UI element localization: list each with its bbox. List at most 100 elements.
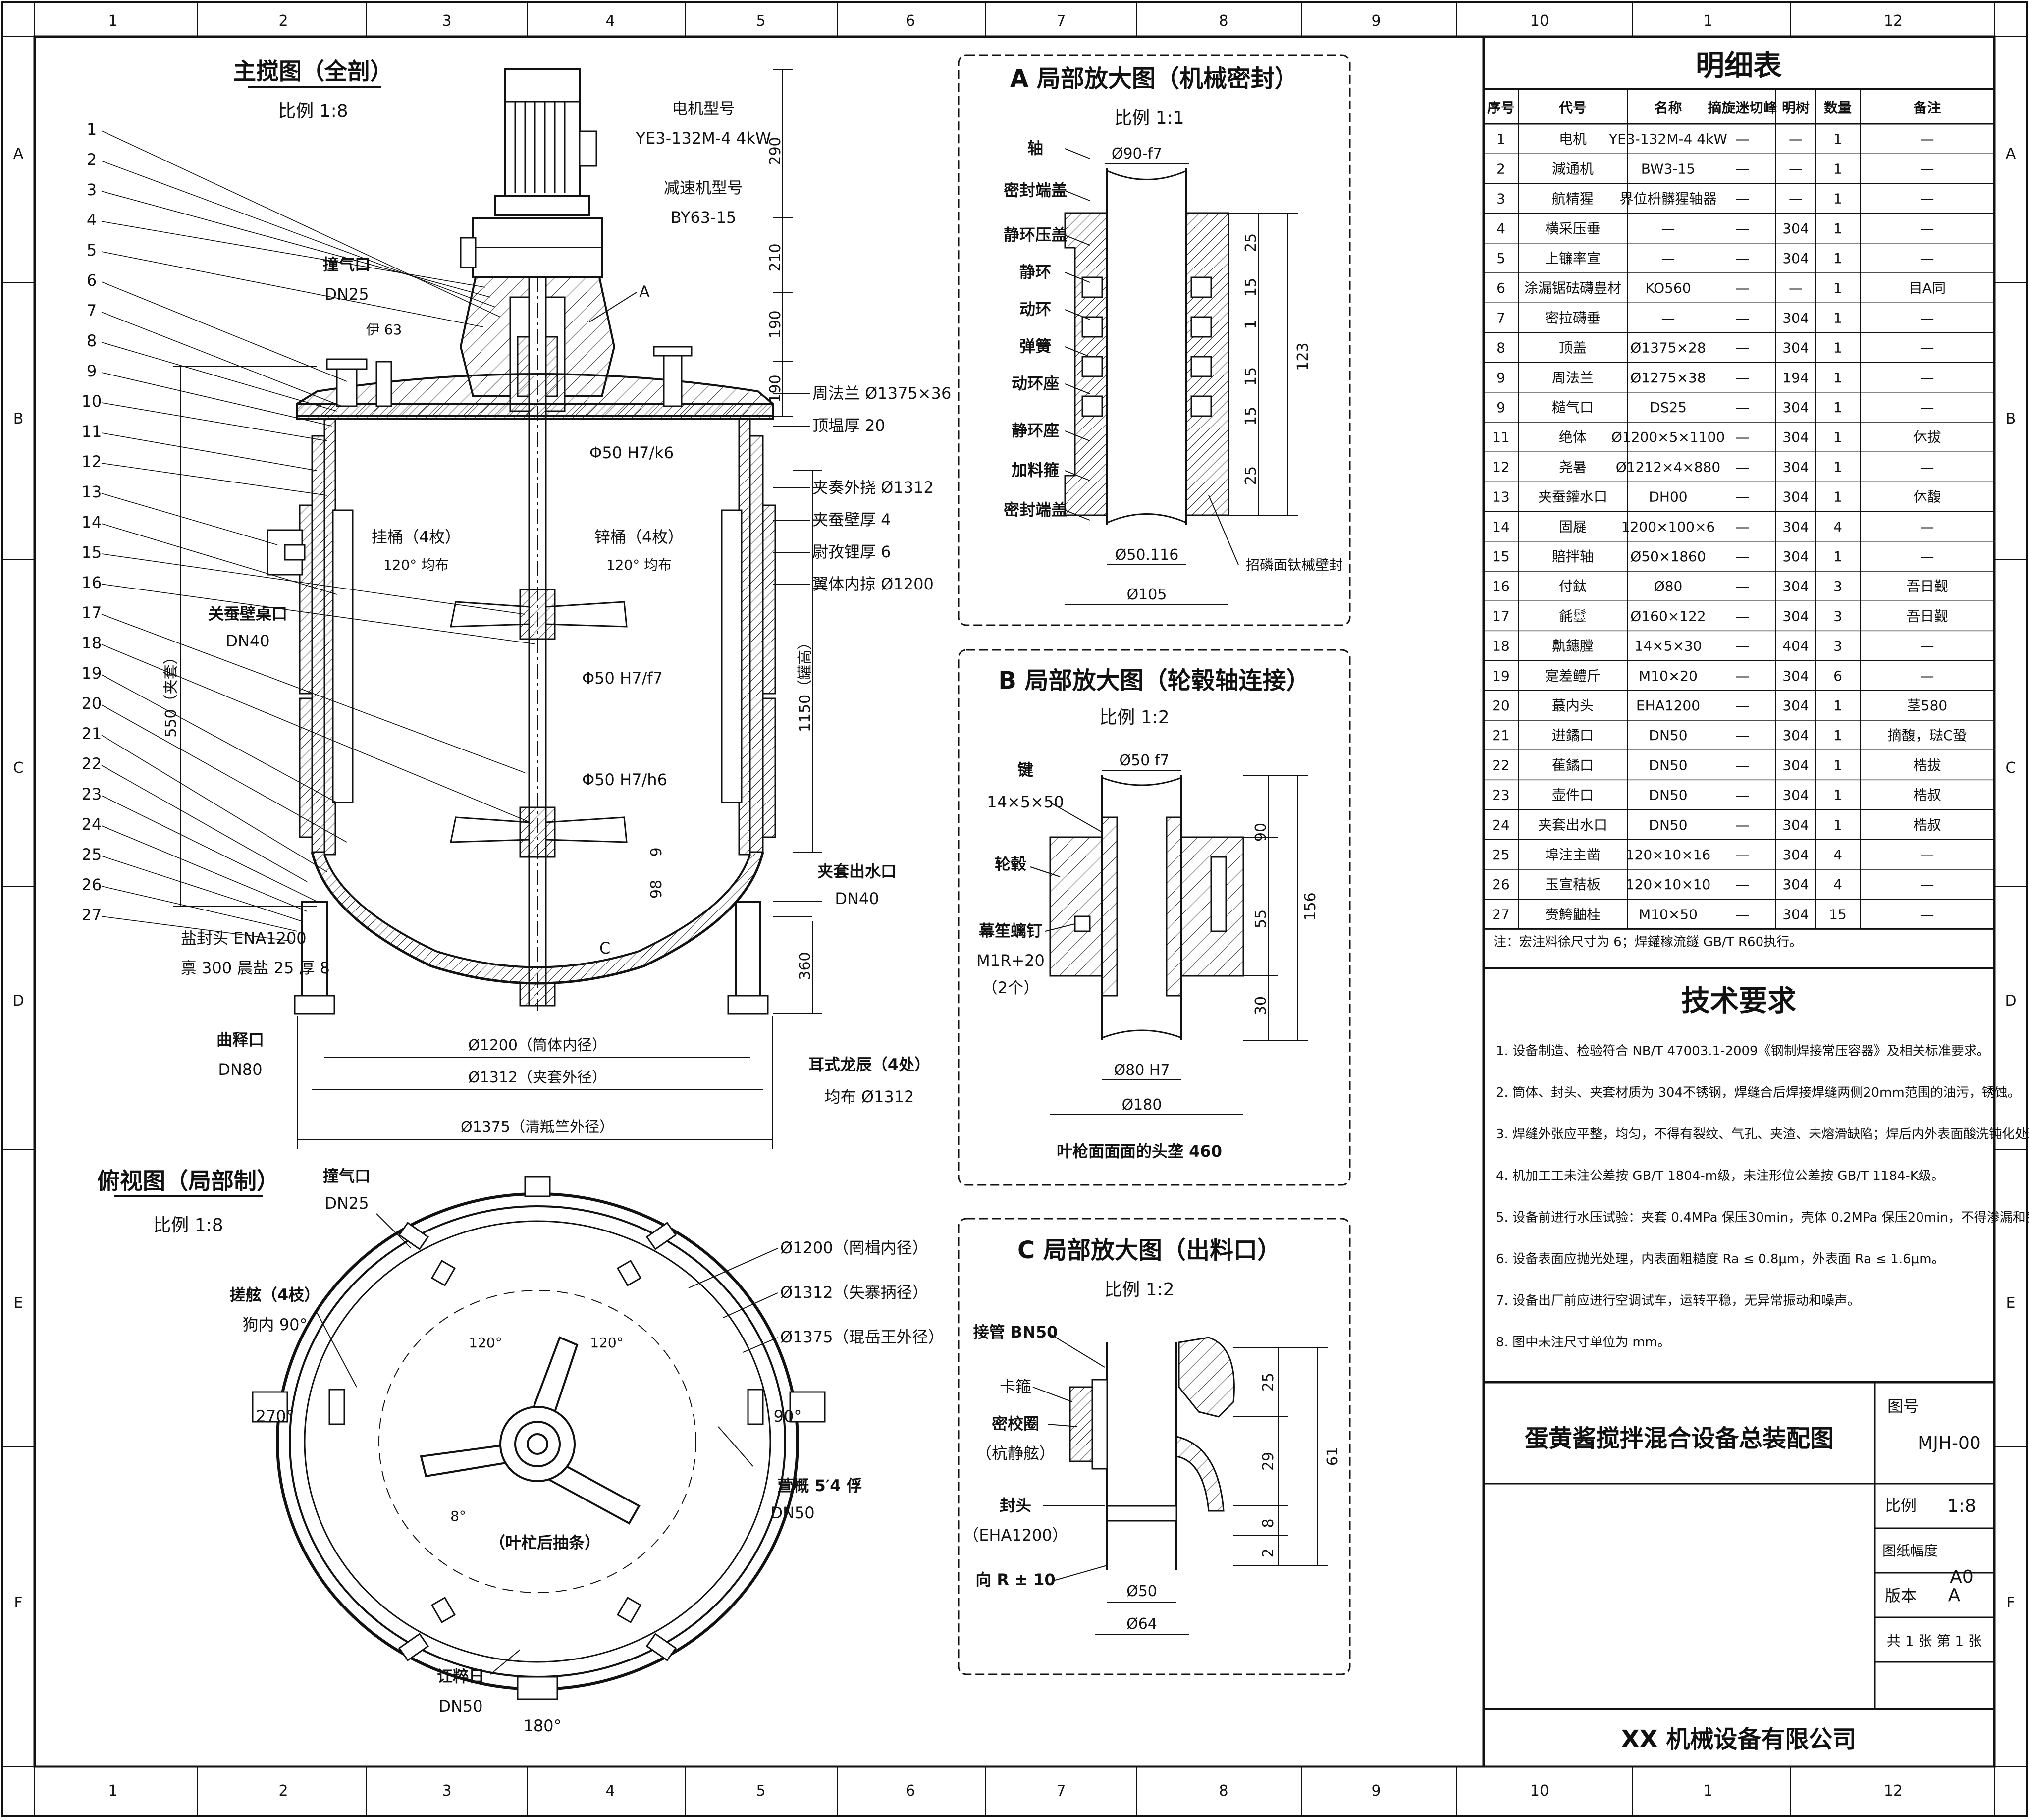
- size-label: 图纸幅度: [1882, 1543, 1938, 1559]
- grid-col-label-bottom: 4: [605, 1782, 615, 1800]
- callout-number: 10: [82, 392, 102, 411]
- bom-cell: 3: [1833, 638, 1842, 654]
- dia-1200: Ø1200（筒体内径）: [468, 1037, 607, 1054]
- bom-cell: 1: [1833, 161, 1842, 177]
- detail-a-label: 动环座: [1012, 374, 1059, 393]
- bom-cell: 25: [1492, 847, 1510, 863]
- top-dia-1312: Ø1312（失寨抦径）: [780, 1283, 928, 1302]
- bom-cell: Ø1212×4×880: [1616, 459, 1720, 475]
- bom-cell: 304: [1782, 340, 1809, 356]
- fit-f7: Φ50 H7/f7: [582, 669, 663, 688]
- bom-cell: 304: [1782, 519, 1809, 535]
- bom-cell: 壶件口: [1552, 787, 1594, 803]
- top-view: 俯视图（局部制） 比例 1:8: [97, 1167, 944, 1735]
- detail-a-dim: 15: [1242, 367, 1260, 386]
- bom-cell: 6: [1833, 668, 1842, 684]
- bom-cell: —: [1921, 191, 1934, 207]
- detail-c-label: 卡箍: [1000, 1377, 1031, 1396]
- detail-b-screw-qty: （2个）: [982, 978, 1039, 997]
- shell-note: 周法兰 Ø1375×36: [812, 384, 951, 403]
- support-leg-right: [735, 901, 761, 1012]
- detail-c-label: 封头: [1000, 1496, 1031, 1515]
- detail-b-scale: 比例 1:2: [1099, 707, 1169, 728]
- impeller-note: （叶杧后抽条）: [489, 1533, 600, 1552]
- bom-cell: 304: [1782, 608, 1809, 624]
- bom-cell: 1: [1833, 280, 1842, 296]
- bom-cell: 航精猩: [1552, 191, 1594, 207]
- impeller-upper: [450, 589, 628, 640]
- angle-120a: 120°: [469, 1335, 502, 1351]
- tech-item: 1. 设备制造、检验符合 NB/T 47003.1-2009《钢制焊接常压容器》…: [1496, 1044, 1990, 1059]
- detail-b-title: B 局部放大图（轮毂轴连接）: [998, 667, 1310, 695]
- detail-a-title: A 局部放大图（机械密封）: [1010, 65, 1298, 93]
- bom-cell: —: [1736, 161, 1750, 177]
- bom-cell: —: [1661, 220, 1675, 237]
- top-view-impeller: [420, 1336, 641, 1525]
- bom-cell: DN50: [1649, 787, 1687, 803]
- top-baffle-label: 搓舷（4枝）: [230, 1285, 320, 1304]
- bom-cell: 1: [1833, 697, 1842, 714]
- bom-cell: 4: [1833, 876, 1842, 893]
- bom-cell: —: [1789, 280, 1803, 296]
- bom-cell: —: [1921, 340, 1934, 356]
- bottom-head-label: 盐封头 ENA1200: [181, 929, 307, 948]
- top-view-scale: 比例 1:8: [153, 1215, 223, 1235]
- dia-1312: Ø1312（夹套外径）: [468, 1069, 607, 1086]
- bom-cell: 1: [1833, 787, 1842, 803]
- bom-header: 备注: [1913, 100, 1941, 116]
- bom-cell: 304: [1782, 847, 1809, 863]
- main-view-scale: 比例 1:8: [278, 101, 348, 121]
- grid-row-label: E: [14, 1294, 23, 1312]
- blade-sub: 120° 均布: [606, 557, 672, 573]
- top-view-title: 俯视图（局部制）: [97, 1168, 279, 1194]
- callout-number: 8: [87, 331, 97, 350]
- detail-a-label: 静环: [1019, 263, 1051, 281]
- tech-item: 3. 焊缝外张应平整，均匀，不得有裂纹、气孔、夹渣、未熔滑缺陷；焊后内外表面酸洗…: [1496, 1127, 2029, 1142]
- bom-cell: 1: [1833, 370, 1842, 386]
- lug-label: 耳式龙辰（4处）: [808, 1055, 930, 1074]
- bom-cell: 4: [1833, 847, 1842, 863]
- detail-c-bot-dim2: Ø64: [1126, 1615, 1157, 1633]
- detail-b-key: 键: [1017, 760, 1033, 779]
- detail-b-note: 叶枪面面面的头垄 460: [1057, 1142, 1222, 1161]
- bom-cell: 9: [1496, 370, 1505, 386]
- bom-cell: 1: [1833, 489, 1842, 505]
- bom-cell: 1: [1496, 131, 1505, 147]
- bom-cell: —: [1736, 459, 1750, 475]
- bom-cell: 21: [1492, 727, 1510, 744]
- baffle-label: 挂桶（4枚）: [372, 528, 461, 546]
- callout-number: 6: [87, 271, 97, 290]
- angle-270: 270°: [256, 1407, 294, 1426]
- tech-title: 技术要求: [1681, 984, 1796, 1017]
- callout-number: 27: [82, 906, 102, 924]
- detail-c-total: 61: [1324, 1447, 1341, 1466]
- grid-col-label: 6: [906, 12, 915, 30]
- detail-b-bot-dim1: Ø80 H7: [1114, 1062, 1170, 1079]
- bom-cell: —: [1736, 519, 1750, 535]
- bom-cell: —: [1921, 638, 1934, 654]
- bom-cell: —: [1736, 340, 1750, 356]
- bom-cell: 304: [1782, 668, 1809, 684]
- impeller-lower: [450, 806, 628, 858]
- sheet-count: 共 1 张 第 1 张: [1887, 1633, 1982, 1649]
- bom-cell: 横采压垂: [1545, 220, 1601, 237]
- detail-b-top-dim: Ø50 f7: [1120, 752, 1170, 769]
- detail-a-dim: 15: [1242, 278, 1260, 297]
- detail-c-dim-2: 2: [1260, 1548, 1277, 1557]
- bom-cell: —: [1736, 131, 1750, 147]
- bom-cell: 茎580: [1907, 697, 1947, 714]
- bom-cell: 15: [1829, 906, 1847, 922]
- grid-col-label: 8: [1219, 12, 1228, 30]
- angle-120b: 120°: [590, 1335, 623, 1351]
- callout-number: 7: [87, 301, 97, 320]
